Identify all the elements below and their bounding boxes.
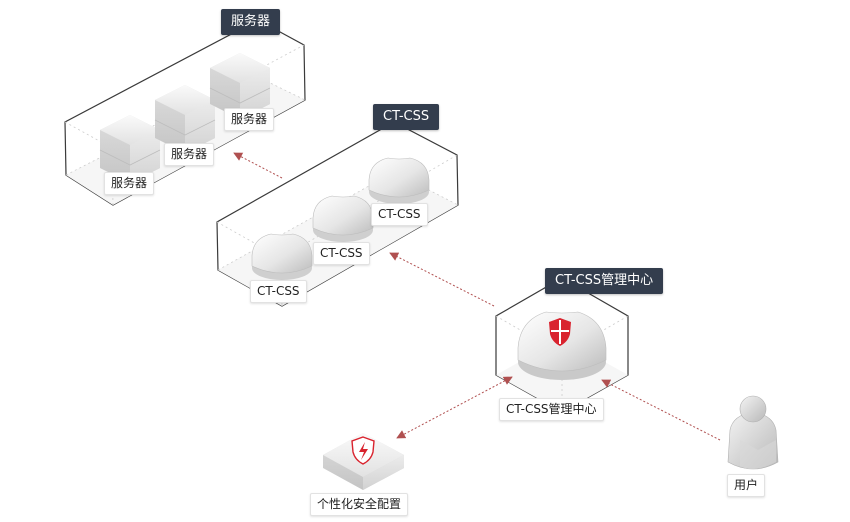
css-group-title: CT-CSS	[373, 104, 440, 130]
css-label-1: CT-CSS	[250, 280, 307, 303]
server-label-3: 服务器	[224, 108, 275, 131]
css-label-2: CT-CSS	[313, 242, 370, 265]
center-group-title: CT-CSS管理中心	[545, 268, 664, 294]
center-device	[517, 311, 607, 380]
connector-center-to-css	[389, 252, 495, 307]
server-group-title: 服务器	[221, 9, 281, 35]
server-device-2	[154, 85, 216, 153]
server-device-1	[99, 115, 161, 183]
css-label-3: CT-CSS	[371, 203, 428, 226]
server-label-1: 服务器	[104, 172, 155, 195]
css-device-1	[251, 233, 313, 280]
center-label: CT-CSS管理中心	[499, 398, 604, 421]
user-icon	[727, 395, 779, 470]
user-label: 用户	[727, 474, 766, 497]
server-device-3	[209, 53, 271, 119]
connector-center-config	[396, 376, 513, 439]
config-label: 个性化安全配置	[310, 493, 409, 516]
connector-css-to-servers	[233, 152, 283, 179]
connector-user-to-center	[601, 379, 721, 441]
lightning-shield-icon	[351, 436, 375, 465]
css-device-3	[368, 157, 430, 204]
server-label-2: 服务器	[164, 143, 215, 166]
shield-icon	[549, 318, 571, 346]
css-device-2	[312, 195, 374, 242]
